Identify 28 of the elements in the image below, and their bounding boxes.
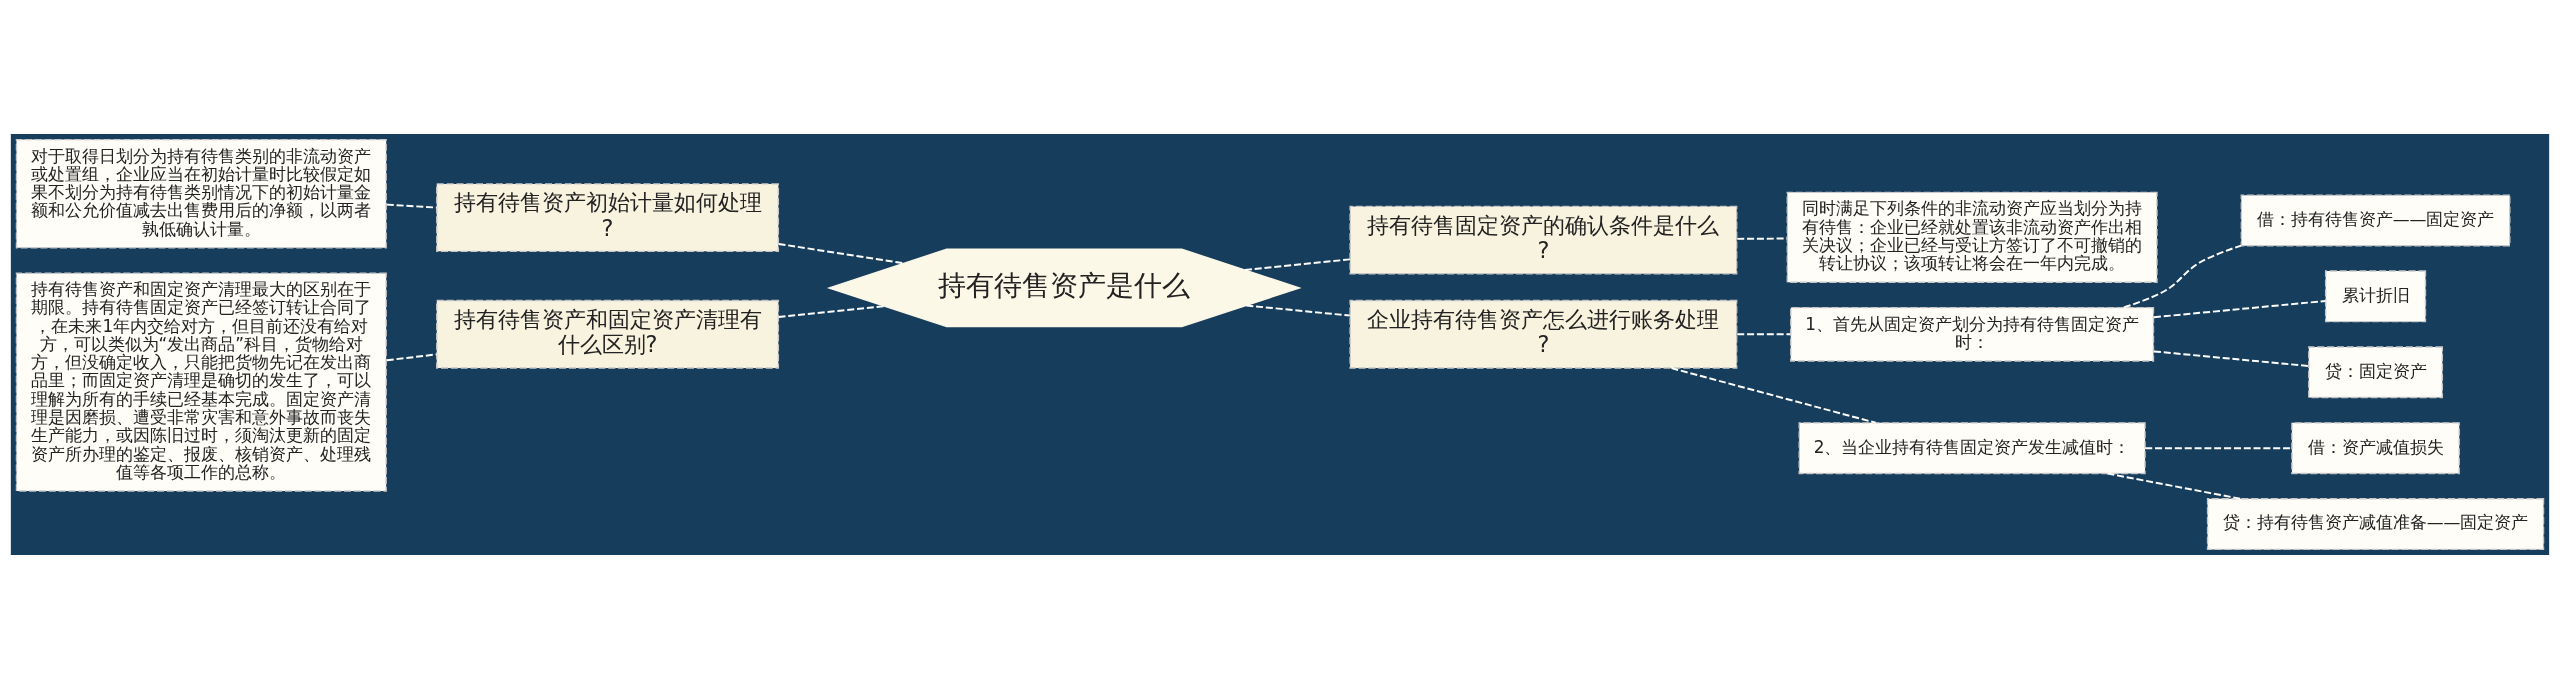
connector xyxy=(777,242,905,264)
node-box: 借：持有待售资产——固定资产 xyxy=(2240,193,2511,246)
node-box: 对于取得日划分为持有待售类别的非流动资产或处置组，企业应当在初始计量时比较假定如果不划分为持有待售类别情况下的初始计量金额和公允价值减去出售费用后的净额，以两者孰低确认计量。 xyxy=(15,138,387,249)
node-box: 持有待售固定资产的确认条件是什么? xyxy=(1349,205,1738,275)
node-box: 贷：持有待售资产减值准备——固定资产 xyxy=(2206,497,2545,550)
node-box: 持有待售资产和固定资产清理有什么区别? xyxy=(436,299,780,369)
node-box: 1、首先从固定资产划分为持有待售固定资产时： xyxy=(1790,306,2155,362)
connector xyxy=(2144,446,2293,449)
connector xyxy=(2106,472,2242,500)
connector xyxy=(2122,244,2243,308)
connector xyxy=(2152,299,2327,318)
connector xyxy=(2152,349,2310,367)
connector xyxy=(1670,366,1877,424)
connector xyxy=(1245,304,1351,317)
node-box: 2、当企业持有待售固定资产发生减值时： xyxy=(1798,421,2146,474)
node-box: 同时满足下列条件的非流动资产应当划分为持有待售：企业已经就处置该非流动资产作出相关决议；企业已经与受让方签订了不可撤销的转让协议；该项转让将会在一年内完成。 xyxy=(1786,191,2158,283)
node-box: 持有待售资产和固定资产清理最大的区别在于期限。持有待售固定资产已经签订转让合同了，在未来1年内交给对方，但目前还没有给对方，可以类似为“发出商品”科目，货物给对方，但没确定收入，只能把货物先记在发出商品里；而固定资产清理是确切的发生了，可以理解为所有的手续已经基本完成。固定资产清理是因磨损、遭受非常灾害和意外事故而丧失生产能力，或因陈旧过时，须淘汰更新的固定资产所办理的鉴定、报废、核销资产、处理残值等各项工作的总称。 xyxy=(15,271,387,492)
node-box: 持有待售资产初始计量如何处理? xyxy=(436,182,780,252)
node-box: 借：资产减值损失 xyxy=(2291,421,2460,474)
connector xyxy=(777,304,886,318)
connector xyxy=(385,203,438,209)
node-box: 累计折旧 xyxy=(2324,269,2427,322)
connector xyxy=(1736,332,1792,335)
connector xyxy=(1736,237,1788,240)
connector xyxy=(385,352,438,361)
node-box: 企业持有待售资产怎么进行账务处理? xyxy=(1349,299,1738,369)
node-box: 贷：固定资产 xyxy=(2308,345,2444,398)
connector xyxy=(1244,257,1351,271)
